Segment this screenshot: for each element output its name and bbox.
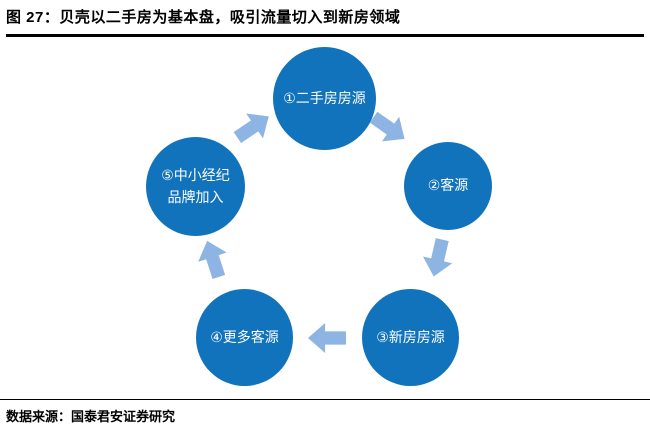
node-label: ⑤中小经纪品牌加入 bbox=[161, 166, 230, 205]
node-secondhand-listings: ①二手房房源 bbox=[273, 47, 376, 150]
figure-title: 图 27：贝壳以二手房为基本盘，吸引流量切入到新房领域 bbox=[6, 6, 644, 37]
source-note: 数据来源：国泰君安证券研究 bbox=[6, 409, 176, 424]
node-label: ②客源 bbox=[427, 177, 469, 194]
node-label: ③新房房源 bbox=[376, 328, 445, 345]
cycle-diagram: ①二手房房源 ②客源 ③新房房源 ④更多客源 ⑤中小经纪品牌加入 bbox=[0, 36, 650, 396]
node-small-brokers-join: ⑤中小经纪品牌加入 bbox=[146, 137, 245, 236]
node-label: ④更多客源 bbox=[210, 328, 279, 345]
arrow-4-to-5-icon bbox=[193, 236, 233, 281]
arrow-2-to-3-icon bbox=[419, 236, 457, 280]
node-newhome-listings: ③新房房源 bbox=[362, 289, 459, 386]
node-more-customers: ④更多客源 bbox=[196, 289, 293, 386]
arrow-5-to-1-icon bbox=[229, 104, 277, 150]
node-label: ①二手房房源 bbox=[283, 89, 366, 106]
arrow-3-to-4-icon bbox=[308, 323, 346, 353]
bottom-divider bbox=[0, 399, 650, 400]
node-customers: ②客源 bbox=[404, 142, 492, 230]
